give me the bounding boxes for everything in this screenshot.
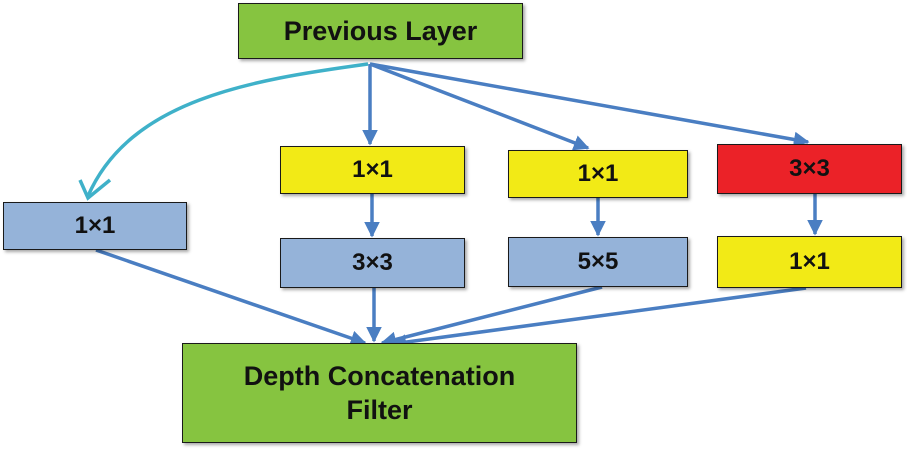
branch3-reduce-1x1-box: 1×1	[508, 150, 688, 198]
arrow-prev-to-branch3	[369, 62, 590, 151]
branch4-proj-1x1-label: 1×1	[789, 248, 830, 275]
branch4-pool-3x3-label: 3×3	[789, 155, 830, 182]
branch1-conv-1x1-label: 1×1	[74, 212, 116, 239]
arrow-branch1-to-output	[95, 248, 367, 346]
depth-concatenation-label-line1: Depth Concatenation	[243, 361, 516, 391]
arrow-branch3-to-output	[380, 285, 603, 348]
arrow-head-branch1	[78, 178, 112, 201]
previous-layer-label: Previous Layer	[283, 15, 478, 46]
arrow-prev-to-branch4	[369, 62, 810, 148]
branch2-conv-3x3-box: 3×3	[280, 238, 465, 288]
arrow-prev-to-branch1	[86, 62, 369, 197]
depth-concatenation-label-line2: Filter	[346, 395, 413, 425]
branch2-conv-3x3-label: 3×3	[352, 249, 393, 276]
branch3-reduce-1x1-label: 1×1	[577, 160, 619, 187]
branch3-conv-5x5-label: 5×5	[577, 248, 619, 275]
arrow-branch4-to-output	[390, 286, 807, 350]
branch3-conv-5x5-box: 5×5	[508, 237, 688, 287]
depth-concatenation-box: Depth Concatenation Filter	[182, 343, 577, 443]
branch4-pool-3x3-box: 3×3	[717, 144, 902, 194]
branch2-reduce-1x1-box: 1×1	[280, 146, 465, 194]
branch1-conv-1x1-box: 1×1	[3, 202, 187, 250]
branch4-proj-1x1-box: 1×1	[717, 236, 902, 288]
previous-layer-box: Previous Layer	[238, 3, 523, 59]
branch2-reduce-1x1-label: 1×1	[352, 156, 393, 183]
